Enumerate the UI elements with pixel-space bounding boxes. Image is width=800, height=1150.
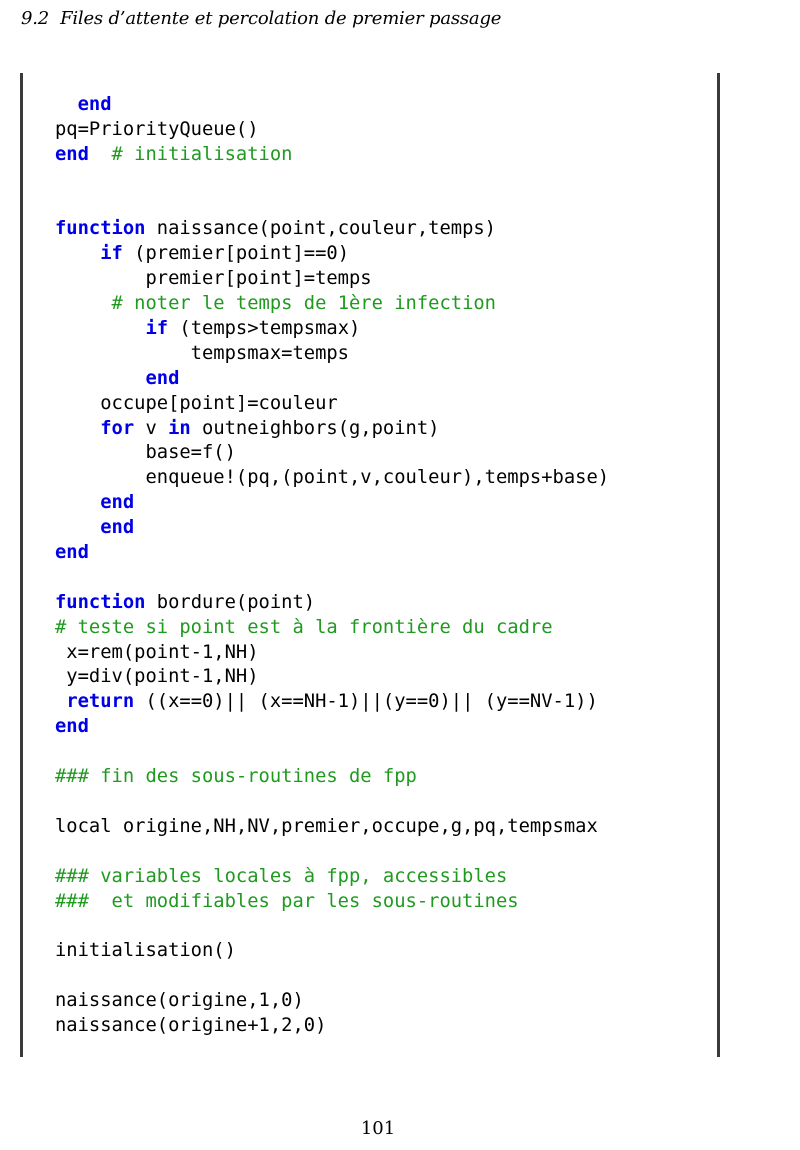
code-keyword: for xyxy=(100,417,135,439)
code-comment: ### variables locales à fpp, accessibles xyxy=(55,865,508,887)
code-line: if (premier[point]==0) xyxy=(55,242,609,267)
code-line: x=rem(point-1,NH) xyxy=(55,641,609,666)
code-line: base=f() xyxy=(55,441,609,466)
code-keyword: end xyxy=(100,517,135,539)
code-line xyxy=(55,566,609,591)
code-line: # teste si point est à la frontière du c… xyxy=(55,616,609,641)
code-line: y=div(point-1,NH) xyxy=(55,665,609,690)
code-text: ((x==0)|| (x==NH-1)||(y==0)|| (y==NV-1)) xyxy=(134,691,598,713)
code-text xyxy=(55,492,100,513)
code-line: end xyxy=(55,516,609,541)
code-line xyxy=(55,168,609,193)
code-comment: # noter le temps de 1ère infection xyxy=(111,293,496,315)
code-keyword: end xyxy=(55,94,112,115)
running-header: 9.2 Files d’attente et percolation de pr… xyxy=(21,8,502,29)
code-text: tempsmax=temps xyxy=(55,342,349,364)
code-text xyxy=(55,318,145,339)
code-text xyxy=(55,418,100,439)
code-line: end xyxy=(55,93,609,118)
code-keyword: end xyxy=(55,143,89,165)
code-text xyxy=(55,517,100,538)
code-text: outneighbors(g,point) xyxy=(190,417,440,439)
code-line: pq=PriorityQueue() xyxy=(55,118,609,143)
code-line: naissance(origine,1,0) xyxy=(55,989,609,1014)
code-text: naissance(origine,1,0) xyxy=(55,990,304,1012)
code-text: (premier[point]==0) xyxy=(122,243,350,265)
code-keyword: if xyxy=(100,243,123,265)
code-keyword: end xyxy=(55,716,89,738)
code-text: x=rem(point-1,NH) xyxy=(55,641,259,663)
code-line: occupe[point]=couleur xyxy=(55,392,609,417)
code-line xyxy=(55,193,609,218)
code-text xyxy=(55,243,100,264)
code-line: for v in outneighbors(g,point) xyxy=(55,417,609,442)
code-text: pq=PriorityQueue() xyxy=(55,118,259,140)
code-line: end xyxy=(55,367,609,392)
code-line: ### et modifiables par les sous-routines xyxy=(55,890,609,915)
code-line: local origine,NH,NV,premier,occupe,g,pq,… xyxy=(55,815,609,840)
code-text xyxy=(55,293,112,314)
code-line: enqueue!(pq,(point,v,couleur),temps+base… xyxy=(55,466,609,491)
code-text: base=f() xyxy=(55,442,236,464)
code-frame: end pq=PriorityQueue() end # initialisatio… xyxy=(20,73,720,1057)
code-text: v xyxy=(134,417,169,439)
code-block: end pq=PriorityQueue() end # initialisatio… xyxy=(55,93,609,1039)
code-keyword: if xyxy=(145,318,169,340)
code-comment: ### fin des sous-routines de fpp xyxy=(55,766,417,788)
code-text: occupe[point]=couleur xyxy=(55,392,338,414)
code-keyword: in xyxy=(168,417,191,439)
code-text: initialisation() xyxy=(55,940,236,962)
code-line: ### variables locales à fpp, accessibles xyxy=(55,865,609,890)
code-keyword: end xyxy=(145,367,180,389)
code-text: premier[point]=temps xyxy=(55,268,372,290)
code-keyword: return xyxy=(66,691,135,713)
code-line: # noter le temps de 1ère infection xyxy=(55,292,609,317)
code-comment: # teste si point est à la frontière du c… xyxy=(55,616,553,638)
code-line: ### fin des sous-routines de fpp xyxy=(55,765,609,790)
code-text: naissance(origine+1,2,0) xyxy=(55,1014,327,1036)
code-line: initialisation() xyxy=(55,939,609,964)
code-keyword: end xyxy=(55,542,89,564)
code-line: function naissance(point,couleur,temps) xyxy=(55,217,609,242)
code-line xyxy=(55,914,609,939)
code-line xyxy=(55,790,609,815)
page-number: 101 xyxy=(360,1118,396,1139)
code-text xyxy=(89,144,112,165)
code-text: naissance(point,couleur,temps) xyxy=(145,218,496,240)
code-line: end # initialisation xyxy=(55,143,609,168)
code-line: premier[point]=temps xyxy=(55,267,609,292)
code-text xyxy=(55,368,145,389)
code-comment: ### et modifiables par les sous-routines xyxy=(55,890,519,912)
code-line: end xyxy=(55,491,609,516)
code-line xyxy=(55,840,609,865)
code-line xyxy=(55,964,609,989)
code-line: end xyxy=(55,715,609,740)
code-keyword: function xyxy=(55,591,146,613)
code-text: (temps>tempsmax) xyxy=(168,318,361,340)
code-text: enqueue!(pq,(point,v,couleur),temps+base… xyxy=(55,467,610,489)
code-line: if (temps>tempsmax) xyxy=(55,317,609,342)
code-line: return ((x==0)|| (x==NH-1)||(y==0)|| (y=… xyxy=(55,690,609,715)
code-text: bordure(point) xyxy=(145,591,316,613)
code-text: local origine,NH,NV,premier,occupe,g,pq,… xyxy=(55,815,598,837)
code-text xyxy=(55,691,66,712)
code-line: end xyxy=(55,541,609,566)
code-text: y=div(point-1,NH) xyxy=(55,666,259,688)
code-line: function bordure(point) xyxy=(55,591,609,616)
code-comment: # initialisation xyxy=(111,143,293,165)
code-line: naissance(origine+1,2,0) xyxy=(55,1014,609,1039)
code-line: tempsmax=temps xyxy=(55,342,609,367)
code-line xyxy=(55,740,609,765)
code-keyword: end xyxy=(100,492,135,514)
code-keyword: function xyxy=(55,218,146,240)
